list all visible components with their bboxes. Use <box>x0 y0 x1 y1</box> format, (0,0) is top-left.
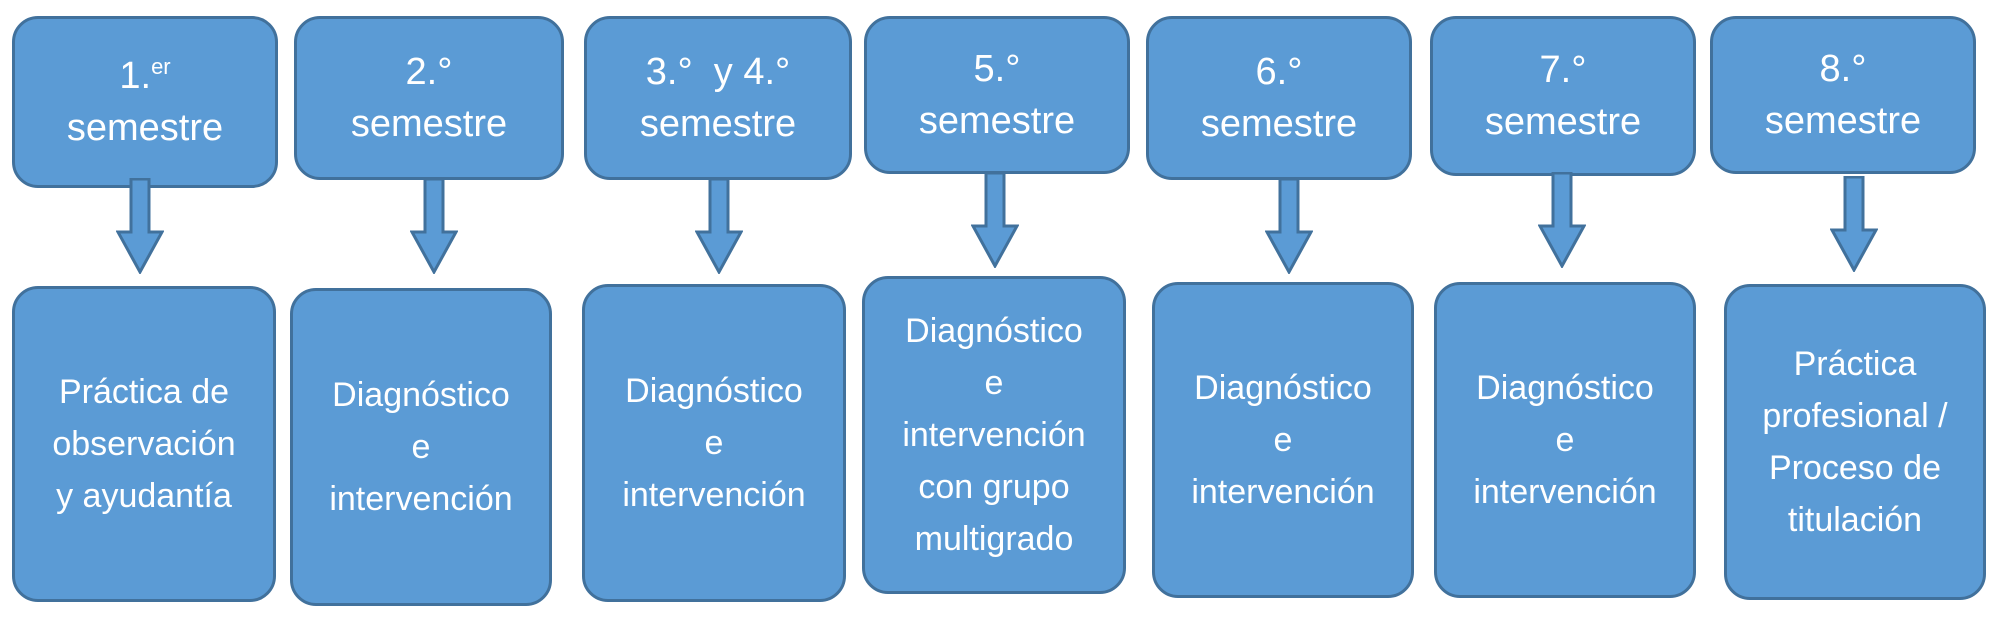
activity-line: e <box>1273 421 1293 459</box>
activity-line: con grupo <box>918 468 1070 506</box>
activity-line: Proceso de <box>1768 449 1941 487</box>
semester-number: 3.° y 4.° <box>645 51 791 93</box>
semester-number: 8.° <box>1819 48 1867 90</box>
semester-box-3-4: 3.° y 4.° semestre <box>584 16 852 180</box>
activity-line: Diagnóstico <box>625 372 803 410</box>
activity-line: multigrado <box>914 520 1074 558</box>
activity-line: e <box>1555 421 1575 459</box>
activity-line: observación <box>52 425 236 463</box>
semester-box-6: 6.° semestre <box>1146 16 1412 180</box>
down-arrow-icon <box>410 178 458 274</box>
activity-line: intervención <box>622 476 806 514</box>
activity-box-6: Diagnóstico e intervención <box>1152 282 1414 598</box>
activity-line: y ayudantía <box>56 477 232 515</box>
activity-line: intervención <box>329 480 513 518</box>
activity-line: intervención <box>902 416 1086 454</box>
semester-label: semestre <box>66 107 224 149</box>
activity-line: Diagnóstico <box>905 312 1083 350</box>
activity-box-7: Diagnóstico e intervención <box>1434 282 1696 598</box>
activity-line: intervención <box>1191 473 1375 511</box>
down-arrow-icon <box>1265 178 1313 274</box>
down-arrow-icon <box>695 178 743 274</box>
semester-label: semestre <box>918 100 1076 142</box>
down-arrow-icon <box>1830 176 1878 272</box>
activity-line: titulación <box>1787 501 1923 539</box>
semester-box-5: 5.° semestre <box>864 16 1130 174</box>
semester-number: 1.er <box>119 54 171 97</box>
semester-box-2: 2.° semestre <box>294 16 564 180</box>
activity-box-8: Práctica profesional / Proceso de titula… <box>1724 284 1986 600</box>
activity-line: Práctica <box>1793 345 1917 383</box>
activity-box-2: Diagnóstico e intervención <box>290 288 552 606</box>
semester-label: semestre <box>639 103 797 145</box>
semester-number: 6.° <box>1255 51 1303 93</box>
activity-line: intervención <box>1473 473 1657 511</box>
semester-label: semestre <box>1764 100 1922 142</box>
down-arrow-icon <box>971 172 1019 268</box>
semester-box-8: 8.° semestre <box>1710 16 1976 174</box>
semester-number: 7.° <box>1539 49 1587 91</box>
activity-line: Diagnóstico <box>1194 369 1372 407</box>
activity-line: Diagnóstico <box>332 376 510 414</box>
activity-line: Diagnóstico <box>1476 369 1654 407</box>
semester-label: semestre <box>1484 101 1642 143</box>
semester-number: 2.° <box>405 51 453 93</box>
activity-line: e <box>704 424 724 462</box>
semester-label: semestre <box>350 103 508 145</box>
activity-box-3-4: Diagnóstico e intervención <box>582 284 846 602</box>
down-arrow-icon <box>1538 172 1586 268</box>
activity-box-1: Práctica de observación y ayudantía <box>12 286 276 602</box>
down-arrow-icon <box>116 178 164 274</box>
activity-line: e <box>411 428 431 466</box>
semester-box-1: 1.er semestre <box>12 16 278 188</box>
semester-box-7: 7.° semestre <box>1430 16 1696 176</box>
activity-box-5: Diagnóstico e intervención con grupo mul… <box>862 276 1126 594</box>
semester-label: semestre <box>1200 103 1358 145</box>
semester-number: 5.° <box>973 48 1021 90</box>
activity-line: e <box>984 364 1004 402</box>
activity-line: profesional / <box>1762 397 1948 435</box>
activity-line: Práctica de <box>58 373 230 411</box>
